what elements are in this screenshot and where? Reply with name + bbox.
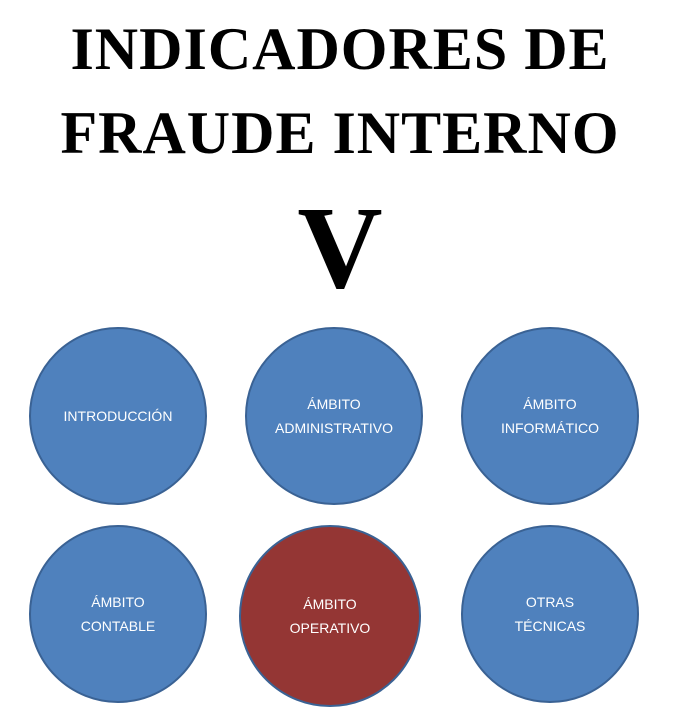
- nav-label: INTRODUCCIÓN: [63, 408, 173, 424]
- title-line-1: INDICADORES DE: [70, 16, 610, 82]
- nav-ambito-contable-button[interactable]: ÁMBITO CONTABLE: [29, 525, 207, 703]
- nav-label: ÁMBITO: [523, 396, 577, 412]
- nav-label: OPERATIVO: [289, 620, 371, 636]
- nav-label: TÉCNICAS: [514, 618, 586, 634]
- section-numeral: V: [297, 182, 383, 313]
- nav-ambito-operativo-button[interactable]: ÁMBITO OPERATIVO: [239, 525, 421, 707]
- title-line-2: FRAUDE INTERNO: [60, 100, 620, 166]
- nav-label: ADMINISTRATIVO: [275, 420, 393, 436]
- nav-introduccion-button[interactable]: INTRODUCCIÓN: [29, 327, 207, 505]
- nav-otras-tecnicas-button[interactable]: OTRAS TÉCNICAS: [461, 525, 639, 703]
- nav-ambito-administrativo-button[interactable]: ÁMBITO ADMINISTRATIVO: [245, 327, 423, 505]
- nav-label: CONTABLE: [80, 618, 156, 634]
- nav-label: ÁMBITO: [303, 596, 357, 612]
- nav-label: INFORMÁTICO: [501, 420, 599, 436]
- nav-label: OTRAS: [525, 594, 575, 610]
- nav-label: ÁMBITO: [91, 594, 145, 610]
- nav-ambito-informatico-button[interactable]: ÁMBITO INFORMÁTICO: [461, 327, 639, 505]
- nav-label: ÁMBITO: [307, 396, 361, 412]
